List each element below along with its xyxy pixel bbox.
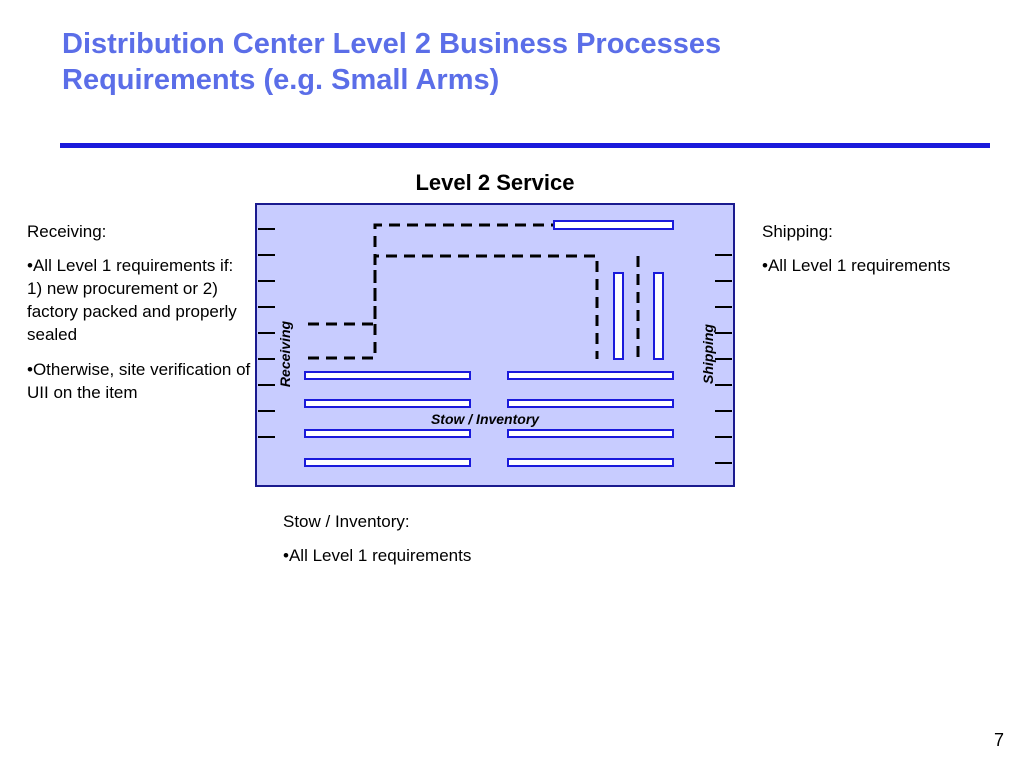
warehouse-diagram: Receiving Shipping Stow / Inventory (255, 203, 735, 487)
storage-rack (304, 429, 471, 438)
receiving-label: Receiving (277, 320, 293, 387)
diagram-title: Level 2 Service (415, 170, 575, 195)
storage-rack (507, 429, 674, 438)
storage-rack (304, 399, 471, 408)
storage-rack (653, 272, 664, 360)
receiving-bullet-2: •Otherwise, site verification of UII on … (27, 360, 251, 402)
stow-inventory-label: Stow / Inventory (431, 411, 540, 427)
slide-title-line-1: Distribution Center Level 2 Business Pro… (62, 28, 722, 60)
stow-heading: Stow / Inventory: (283, 512, 410, 531)
slide-title-line-2: Requirements (e.g. Small Arms) (62, 64, 500, 96)
storage-rack (613, 272, 624, 360)
storage-rack (553, 220, 674, 230)
storage-rack (507, 458, 674, 467)
shipping-requirements: Shipping: •All Level 1 requirements (762, 220, 1002, 289)
stow-bullet-1: •All Level 1 requirements (283, 546, 472, 565)
storage-rack (507, 371, 674, 380)
receiving-bullet-1: •All Level 1 requirements if: 1) new pro… (27, 256, 237, 344)
slide-title: Distribution Center Level 2 Business Pro… (62, 26, 962, 98)
storage-rack (507, 399, 674, 408)
receiving-dock-doors (258, 228, 275, 438)
shipping-heading: Shipping: (762, 222, 833, 241)
storage-rack (304, 371, 471, 380)
item-flow-path (308, 223, 640, 360)
receiving-requirements: Receiving: •All Level 1 requirements if:… (27, 220, 252, 416)
shipping-bullet-1: •All Level 1 requirements (762, 256, 951, 275)
shipping-label: Shipping (700, 324, 716, 384)
storage-rack (304, 458, 471, 467)
flow-path-lower (308, 254, 599, 360)
storage-racks (304, 220, 674, 467)
receiving-heading: Receiving: (27, 222, 107, 241)
stow-inventory-requirements: Stow / Inventory: •All Level 1 requireme… (283, 510, 583, 579)
title-divider (60, 143, 990, 148)
shipping-dock-doors (715, 254, 732, 464)
page-number: 7 (993, 730, 1004, 750)
